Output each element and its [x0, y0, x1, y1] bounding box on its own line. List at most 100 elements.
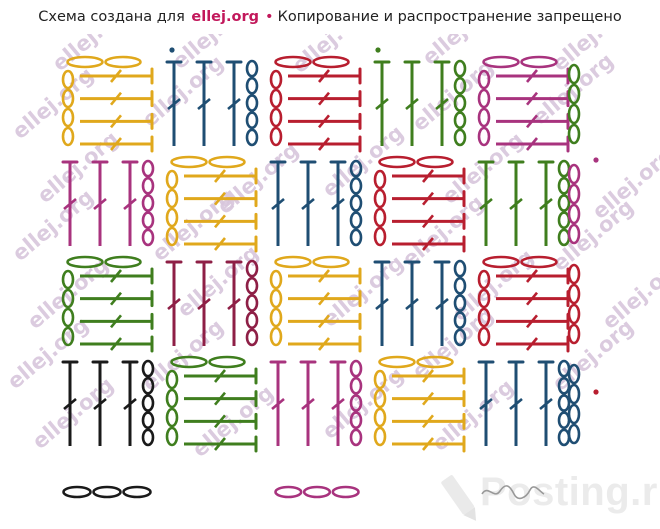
- chain-stitch: [165, 369, 179, 390]
- double-crochet-horizontal: [80, 67, 154, 85]
- chain-stitch: [373, 369, 387, 390]
- chain-stitch: [331, 485, 360, 499]
- chain-stitch: [104, 55, 142, 69]
- chain-stitch: [557, 411, 571, 430]
- double-crochet-horizontal: [80, 112, 154, 130]
- chain-stitch: [165, 207, 179, 228]
- double-crochet: [507, 360, 525, 446]
- watermark-text: ellej.org: [408, 55, 498, 136]
- double-crochet: [329, 160, 347, 246]
- chain-stitch: [567, 163, 581, 185]
- chain-stitch: [269, 88, 283, 109]
- double-crochet-horizontal: [392, 167, 466, 185]
- horizontal-chain: [378, 155, 454, 169]
- double-crochet-horizontal: [288, 90, 362, 108]
- double-crochet: [195, 60, 213, 146]
- vertical-chain: [349, 159, 363, 247]
- chain-stitch: [373, 388, 387, 409]
- chain-stitch: [567, 403, 581, 425]
- chain-stitch: [453, 94, 467, 112]
- double-crochet-horizontal: [496, 312, 570, 330]
- double-crochet-horizontal: [392, 212, 466, 230]
- chain-stitch: [66, 55, 104, 69]
- vertical-chain: [453, 59, 467, 147]
- chain-stitch: [477, 326, 491, 347]
- double-crochet-horizontal: [288, 335, 362, 353]
- chain-stitch: [373, 188, 387, 209]
- double-crochet: [329, 360, 347, 446]
- chain-stitch: [269, 69, 283, 90]
- chain-stitch: [453, 128, 467, 147]
- double-crochet-horizontal: [184, 190, 258, 208]
- double-crochet: [165, 60, 183, 146]
- chain-stitch: [477, 307, 491, 328]
- chain-stitch: [482, 255, 520, 269]
- chain-stitch: [269, 288, 283, 309]
- chain-stitch: [141, 359, 155, 378]
- vertical-chain: [567, 63, 581, 145]
- double-crochet-horizontal: [80, 335, 154, 353]
- chain-stitch: [567, 103, 581, 125]
- double-crochet-horizontal: [392, 412, 466, 430]
- chain-stitch: [453, 311, 467, 330]
- chain-stitch: [557, 376, 571, 395]
- chain-stitch: [373, 426, 387, 447]
- chain-stitch: [208, 155, 246, 169]
- vertical-chain: [141, 159, 155, 247]
- chain-stitch: [141, 159, 155, 178]
- chain-stitch: [61, 326, 75, 347]
- watermark-text: ellej.org: [398, 191, 488, 272]
- header-brand-link[interactable]: ellej.org: [191, 9, 259, 25]
- chain-stitch: [567, 63, 581, 85]
- header-notice: Копирование и распространение запрещено: [277, 9, 622, 25]
- chain-stitch: [104, 255, 142, 269]
- chain-stitch: [520, 255, 558, 269]
- double-crochet: [121, 160, 139, 246]
- double-crochet: [299, 360, 317, 446]
- chain-stitch: [557, 159, 571, 178]
- double-crochet: [373, 260, 391, 346]
- chain-stitch: [557, 194, 571, 212]
- horizontal-chain: [274, 485, 360, 499]
- chain-stitch: [274, 255, 312, 269]
- slip-stitch-dot: [593, 157, 599, 163]
- double-crochet-horizontal: [392, 390, 466, 408]
- chain-stitch: [269, 307, 283, 328]
- double-crochet-horizontal: [80, 312, 154, 330]
- chain-stitch: [453, 276, 467, 295]
- chain-stitch: [557, 211, 571, 230]
- vertical-chain: [373, 169, 387, 247]
- chain-stitch: [453, 259, 467, 278]
- vertical-chain: [477, 269, 491, 347]
- double-crochet-horizontal: [80, 290, 154, 308]
- chain-stitch: [245, 259, 259, 278]
- chain-stitch: [141, 428, 155, 447]
- chain-stitch: [141, 376, 155, 395]
- chain-stitch: [141, 411, 155, 430]
- chain-stitch: [312, 55, 350, 69]
- chain-stitch: [141, 176, 155, 195]
- double-crochet-horizontal: [496, 335, 570, 353]
- chain-stitch: [477, 107, 491, 128]
- chain-stitch: [453, 111, 467, 130]
- double-crochet-horizontal: [184, 390, 258, 408]
- vertical-chain: [141, 359, 155, 447]
- chain-stitch: [245, 328, 259, 347]
- double-crochet-horizontal: [80, 267, 154, 285]
- double-crochet-horizontal: [392, 367, 466, 385]
- chain-stitch: [477, 88, 491, 109]
- double-crochet: [299, 160, 317, 246]
- chain-stitch: [349, 428, 363, 447]
- watermark-text: ellej.org: [148, 185, 238, 266]
- vertical-chain: [349, 359, 363, 447]
- double-crochet-horizontal: [184, 167, 258, 185]
- chain-stitch: [477, 288, 491, 309]
- chain-stitch: [61, 269, 75, 290]
- chain-stitch: [245, 59, 259, 78]
- chain-stitch: [170, 155, 208, 169]
- chain-stitch: [349, 376, 363, 395]
- chain-stitch: [567, 363, 581, 385]
- chain-stitch: [557, 394, 571, 412]
- horizontal-chain: [482, 55, 558, 69]
- chain-stitch: [62, 485, 92, 499]
